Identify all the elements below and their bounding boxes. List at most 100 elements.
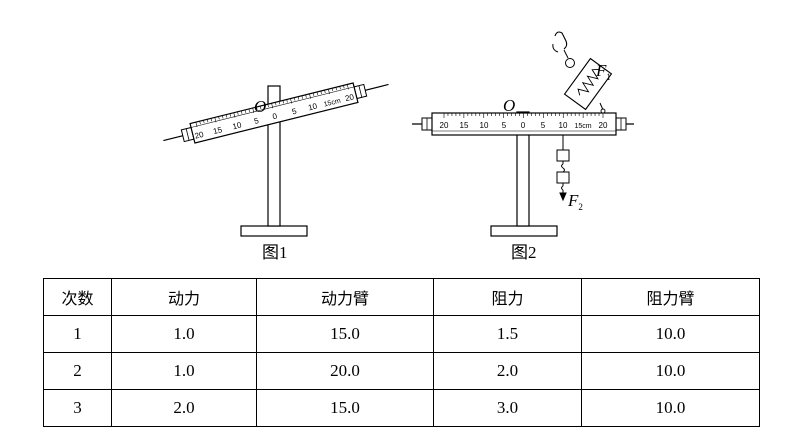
scale-label: 15cm — [574, 123, 591, 130]
ruler-tick — [301, 95, 303, 99]
ruler-tick — [309, 93, 311, 99]
scale-label: 5 — [253, 116, 260, 126]
ruler-tick — [218, 116, 220, 120]
ruler-tick — [256, 106, 258, 111]
ruler-tick — [297, 96, 300, 100]
ruler-tick — [278, 101, 281, 105]
ruler-tick — [214, 117, 217, 123]
figure-2-caption: 图2 — [511, 243, 537, 262]
ruler-tick — [271, 103, 274, 109]
scale-label: 0 — [521, 121, 526, 130]
ruler-tick — [195, 122, 198, 128]
tilted-lever-ruler: 20 15 10 5 0 5 10 15cm 20 — [163, 82, 389, 144]
table-cell: 2.0 — [111, 389, 257, 427]
scale-label: 10 — [559, 121, 568, 130]
scale-label: 15cm — [323, 98, 341, 109]
ruler-tick — [286, 99, 288, 103]
scale-label: 20 — [440, 121, 449, 130]
force-f1-label: F1 — [595, 61, 611, 82]
figure-1: 20 15 10 5 0 5 10 15cm 20 O 图1 — [163, 82, 389, 262]
scale-label: 5 — [291, 107, 298, 117]
scale-label: 10 — [307, 101, 318, 112]
ruler-tick — [252, 107, 255, 113]
ruler-tick — [259, 106, 262, 110]
pivot-label: O — [254, 97, 266, 116]
ruler-tick — [335, 87, 337, 91]
ruler-tick — [328, 89, 330, 95]
table-cell: 3.0 — [433, 389, 582, 427]
ruler-tick — [248, 108, 250, 112]
header-load: 阻力 — [433, 278, 582, 316]
header-trial: 次数 — [43, 278, 112, 316]
ruler-tick — [222, 115, 224, 119]
scale-label: 0 — [272, 111, 279, 121]
stand-base — [240, 225, 308, 237]
header-effort: 动力 — [111, 278, 257, 316]
table-cell: 15.0 — [256, 315, 434, 353]
force-f2-label: F2 — [567, 191, 583, 212]
table-cell: 2 — [43, 352, 112, 390]
scale-label: 20 — [599, 121, 608, 130]
table-cell: 10.0 — [581, 389, 760, 427]
table-cell: 2.0 — [433, 352, 582, 390]
ruler-tick — [263, 105, 266, 109]
scale-label: 20 — [344, 92, 355, 103]
ruler-tick — [316, 91, 319, 95]
ruler-tick — [237, 111, 239, 115]
table-row: 2 1.0 20.0 2.0 10.0 — [43, 352, 760, 390]
table-header-row: 次数 动力 动力臂 阻力 阻力臂 — [43, 278, 760, 316]
hanging-weights — [556, 135, 570, 202]
scale-label: 15 — [212, 125, 223, 136]
ruler-tick — [225, 114, 228, 118]
force-subscript: 1 — [606, 72, 611, 82]
figure-2: 20 15 10 5 0 5 10 15cm 20 O F2 — [412, 31, 634, 262]
table-cell: 20.0 — [256, 352, 434, 390]
header-effort-arm: 动力臂 — [256, 278, 434, 316]
scale-label: 20 — [194, 130, 205, 141]
table-cell: 3 — [43, 389, 112, 427]
force-symbol: F — [567, 191, 579, 210]
figure-1-caption: 图1 — [262, 243, 288, 262]
scale-label: 10 — [480, 121, 489, 130]
ruler-tick — [343, 85, 345, 89]
ruler-tick — [293, 97, 296, 101]
table-cell: 1.5 — [433, 315, 582, 353]
header-load-arm: 阻力臂 — [581, 278, 760, 316]
ruler-tick — [305, 94, 307, 98]
table-row: 3 2.0 15.0 3.0 10.0 — [43, 389, 760, 427]
table-cell: 1 — [43, 315, 112, 353]
ruler-tick — [331, 88, 334, 92]
ruler-tick — [320, 90, 322, 95]
ruler-tick — [241, 110, 243, 114]
scale-label: 10 — [232, 120, 243, 131]
ruler-tick — [275, 102, 277, 106]
ruler-tick — [339, 86, 341, 90]
stand-base — [490, 225, 558, 237]
table-row: 1 1.0 15.0 1.5 10.0 — [43, 315, 760, 353]
table-cell: 10.0 — [581, 352, 760, 390]
ruler-tick — [203, 120, 205, 124]
table-cell: 15.0 — [256, 389, 434, 427]
stand-post — [516, 111, 530, 227]
ruler-tick — [206, 119, 209, 123]
force-subscript: 2 — [578, 202, 583, 212]
ruler-scale-labels: 20 15 10 5 0 5 10 15cm 20 — [194, 92, 356, 141]
force-symbol: F — [595, 61, 607, 80]
data-table: 次数 动力 动力臂 阻力 阻力臂 1 1.0 15.0 1.5 10.0 2 1… — [43, 278, 760, 427]
ruler-tick — [199, 121, 201, 125]
ruler-tick — [233, 112, 236, 118]
ruler-tick — [324, 90, 326, 94]
ruler-tick — [210, 118, 213, 122]
pivot-label: O — [503, 96, 515, 115]
spring-scale — [552, 31, 613, 114]
table-cell: 10.0 — [581, 315, 760, 353]
ruler-tick — [290, 98, 293, 104]
ruler-body — [431, 112, 617, 136]
scale-label: 15 — [460, 121, 469, 130]
ruler-tick — [229, 113, 231, 117]
ruler-tick — [282, 100, 284, 104]
scale-label: 5 — [502, 121, 507, 130]
ruler-tick — [346, 84, 349, 90]
level-lever-ruler: 20 15 10 5 0 5 10 15cm 20 — [412, 112, 634, 136]
ruler-tick — [312, 92, 315, 96]
